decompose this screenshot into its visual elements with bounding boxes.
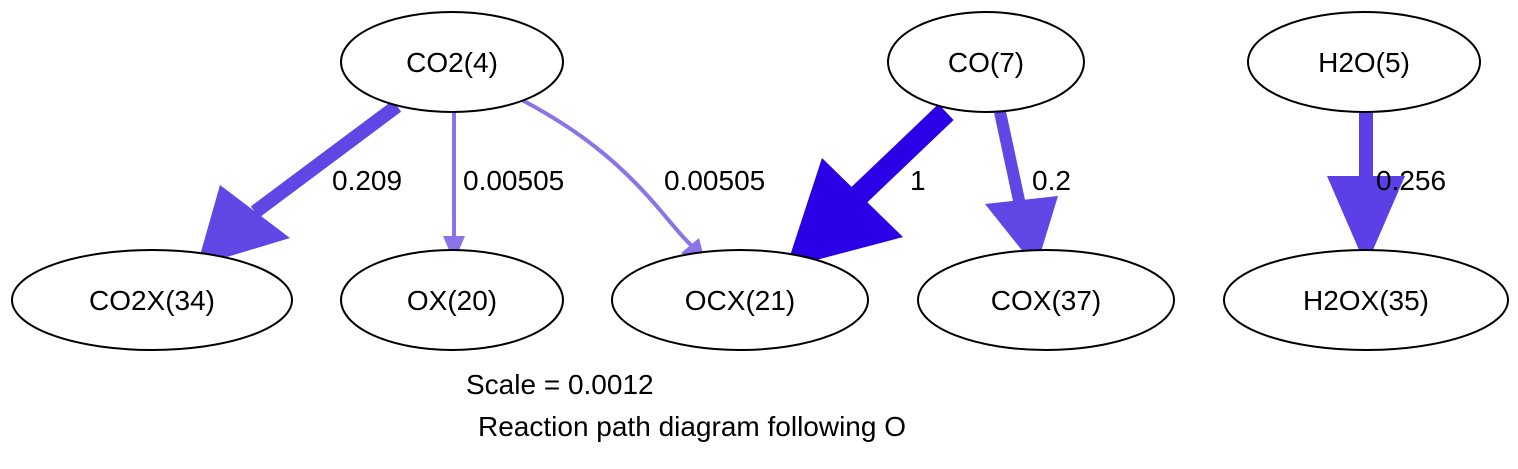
arrowhead	[786, 158, 903, 268]
edge-label: 0.256	[1376, 165, 1446, 196]
arrowhead	[443, 236, 465, 262]
node-ellipse	[340, 249, 564, 351]
node-label: CO2X(34)	[89, 285, 215, 316]
node-label: CO(7)	[948, 47, 1024, 78]
arrowhead	[1327, 176, 1405, 266]
edge-label: 0.2	[1032, 165, 1071, 196]
edge-co2-to-co2x: 0.209	[197, 100, 402, 266]
edge-label: 0.209	[332, 165, 402, 196]
node-ellipse	[340, 11, 564, 113]
node-ellipse	[887, 11, 1085, 113]
node-ox-20: OX(20)	[340, 249, 564, 351]
edge-line	[521, 98, 694, 248]
edge-h2o-to-h2ox: 0.256	[1327, 112, 1446, 266]
node-ocx-21: OCX(21)	[611, 249, 869, 351]
node-ellipse	[611, 249, 869, 351]
node-cox-37: COX(37)	[917, 249, 1175, 351]
edge-co-to-cox: 0.2	[985, 110, 1071, 268]
node-ellipse	[1223, 249, 1509, 351]
node-label: OX(20)	[407, 285, 497, 316]
node-co-7: CO(7)	[887, 11, 1085, 113]
node-ellipse	[917, 249, 1175, 351]
node-label: H2OX(35)	[1303, 285, 1429, 316]
edge-co2-to-ocx: 0.00505	[521, 98, 765, 265]
edge-co2-to-ox: 0.00505	[443, 112, 564, 262]
node-label: OCX(21)	[685, 285, 795, 316]
node-ellipse	[1247, 11, 1481, 113]
node-label: COX(37)	[991, 285, 1101, 316]
arrowhead	[197, 185, 290, 266]
node-co2x-34: CO2X(34)	[11, 249, 293, 351]
edge-line	[850, 104, 954, 204]
node-ellipse	[11, 249, 293, 351]
scale-caption: Scale = 0.0012	[466, 369, 654, 400]
node-co2-4: CO2(4)	[340, 11, 564, 113]
edge-label: 1	[910, 165, 926, 196]
edge-co-to-ocx: 1	[786, 104, 954, 268]
edge-line	[994, 110, 1026, 207]
node-label: CO2(4)	[406, 47, 498, 78]
edge-label: 0.00505	[463, 165, 564, 196]
node-h2o-5: H2O(5)	[1247, 11, 1481, 113]
node-label: H2O(5)	[1318, 47, 1410, 78]
edge-label: 0.00505	[664, 165, 765, 196]
edge-line	[250, 100, 402, 218]
node-h2ox-35: H2OX(35)	[1223, 249, 1509, 351]
diagram-title: Reaction path diagram following O	[478, 411, 906, 442]
